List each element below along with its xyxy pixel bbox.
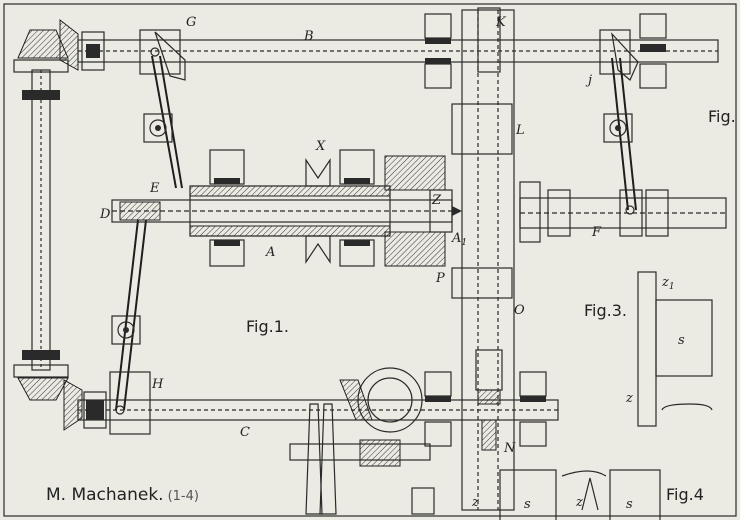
plate-border bbox=[3, 3, 737, 517]
caption-fig2-partial: Fig. bbox=[708, 107, 736, 126]
bevel-gear-top-left bbox=[17, 18, 79, 71]
rod-G-E bbox=[143, 55, 183, 189]
label-Z: Z bbox=[431, 193, 442, 208]
pulley-X bbox=[305, 158, 331, 264]
caption-fig3: Fig.3. bbox=[584, 301, 627, 320]
label-z1-fig4a: z bbox=[471, 495, 479, 510]
left-vertical-shaft bbox=[13, 59, 69, 378]
label-K: K bbox=[495, 15, 507, 30]
label-N: N bbox=[503, 441, 516, 456]
label-H: H bbox=[151, 377, 164, 392]
bearing-j bbox=[599, 13, 667, 89]
label-O: O bbox=[514, 303, 525, 318]
label-z1-fig3: z1 bbox=[661, 275, 675, 292]
rod-j-F bbox=[603, 57, 637, 215]
bevel-gear-bottom-left bbox=[17, 377, 83, 431]
label-X: X bbox=[315, 139, 326, 154]
column-KLO bbox=[451, 7, 515, 511]
label-s-fig3: s bbox=[678, 333, 685, 348]
label-s-fig4a: s bbox=[524, 497, 531, 512]
label-C: C bbox=[240, 425, 250, 440]
bearing-pair-bottom bbox=[424, 371, 547, 447]
label-G: G bbox=[186, 15, 196, 30]
label-z1-fig4b: z bbox=[575, 495, 583, 510]
label-L: L bbox=[515, 123, 525, 138]
shaft-B bbox=[77, 31, 719, 71]
bearing-G bbox=[139, 29, 186, 81]
label-D: D bbox=[99, 207, 111, 222]
label-j: j bbox=[585, 73, 592, 88]
bearings-top-middle bbox=[424, 13, 452, 89]
pulley-bottom bbox=[289, 403, 431, 515]
rod-D-H bbox=[111, 219, 147, 415]
label-P: P bbox=[435, 271, 445, 286]
author-signature: M. Machanek.(1-4) bbox=[46, 485, 199, 505]
label-A1: A1 bbox=[451, 231, 467, 248]
fig4-diagram bbox=[411, 469, 661, 520]
label-B: B bbox=[303, 29, 314, 44]
label-A: A bbox=[265, 245, 275, 260]
label-F: F bbox=[591, 225, 602, 240]
worm-gear bbox=[339, 367, 423, 467]
label-z-fig3: z bbox=[625, 391, 633, 406]
chuck-Z bbox=[384, 155, 462, 267]
label-E: E bbox=[149, 181, 160, 196]
label-s-fig4b: s bbox=[626, 497, 633, 512]
caption-fig1: Fig.1. bbox=[246, 317, 289, 336]
fig3-diagram bbox=[637, 271, 713, 427]
shaft-F bbox=[519, 181, 727, 243]
caption-fig4-partial: Fig.4 bbox=[666, 485, 704, 504]
